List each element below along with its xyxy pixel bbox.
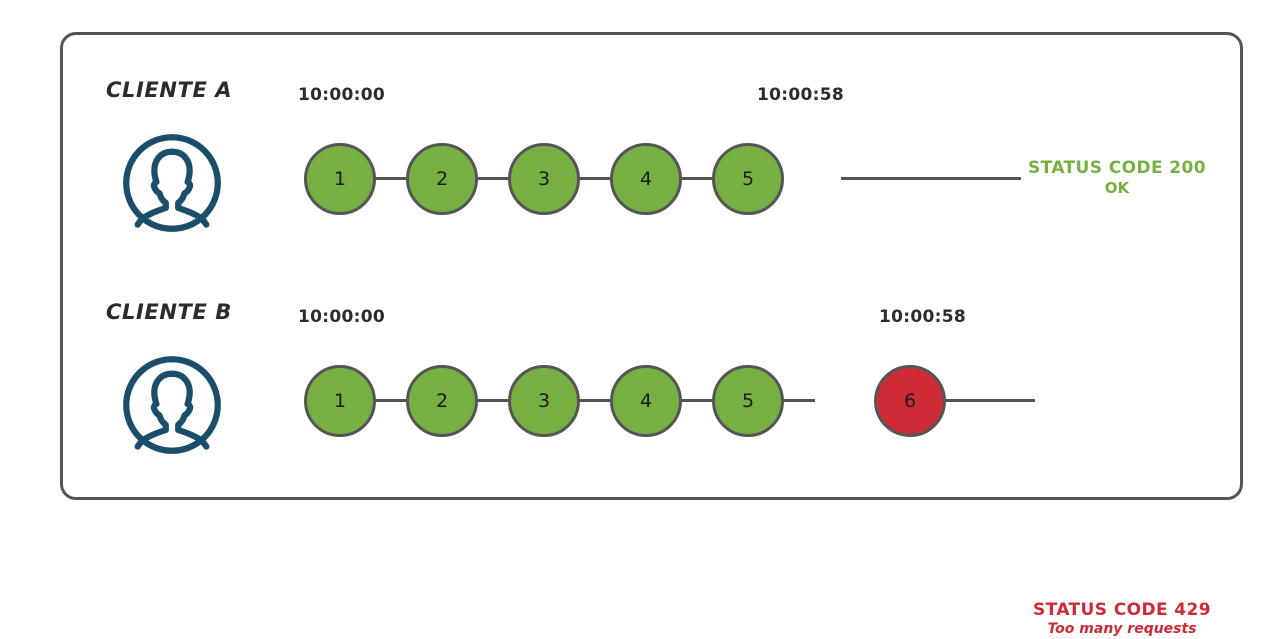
timestamp-start-a: 10:00:00 [298,85,385,105]
request-node-number: 2 [435,390,449,412]
request-node-number: 4 [639,168,653,190]
connector-line [579,399,611,402]
request-node-number: 5 [741,390,755,412]
status-code-a: STATUS CODE 200 [1028,158,1206,178]
connector-line [375,177,407,180]
request-node[interactable]: 1 [304,143,376,215]
status-code-b: STATUS CODE 429 [1033,600,1211,620]
request-node-number: 4 [639,390,653,412]
request-node-number: 1 [333,168,347,190]
request-node-rejected[interactable]: 6 [874,365,946,437]
connector-line [477,177,509,180]
tail-line-a [841,177,1021,180]
status-message-a: OK [1104,179,1130,198]
request-node[interactable]: 3 [508,365,580,437]
connector-line [681,177,713,180]
status-badge-a: STATUS CODE 200 OK [1028,158,1206,198]
request-node-number: 5 [741,168,755,190]
connector-line [375,399,407,402]
timestamp-end-a: 10:00:58 [757,85,844,105]
user-avatar-icon [120,353,224,457]
request-node[interactable]: 2 [406,365,478,437]
timestamp-end-b: 10:00:58 [879,307,966,327]
connector-line [681,399,713,402]
tail-line-b [943,399,1035,402]
request-node-number: 2 [435,168,449,190]
request-node[interactable]: 2 [406,143,478,215]
connector-line [579,177,611,180]
request-node[interactable]: 5 [712,365,784,437]
status-message-b: Too many requests [1047,621,1197,638]
status-badge-b: STATUS CODE 429 Too many requests [1033,600,1211,639]
request-node-number: 6 [903,390,917,412]
client-label-a: CLIENTE A [106,78,233,102]
timestamp-start-b: 10:00:00 [298,307,385,327]
client-label-b: CLIENTE B [106,300,232,324]
request-node-number: 1 [333,390,347,412]
diagram-canvas: CLIENTE A 10:00:00 10:00:58 1 2 3 4 [60,32,1243,637]
request-node[interactable]: 5 [712,143,784,215]
request-node-number: 3 [537,390,551,412]
connector-line [783,399,815,402]
request-node[interactable]: 4 [610,143,682,215]
connector-line [477,399,509,402]
request-node[interactable]: 1 [304,365,376,437]
request-node[interactable]: 3 [508,143,580,215]
request-node-number: 3 [537,168,551,190]
request-node[interactable]: 4 [610,365,682,437]
user-avatar-icon [120,131,224,235]
